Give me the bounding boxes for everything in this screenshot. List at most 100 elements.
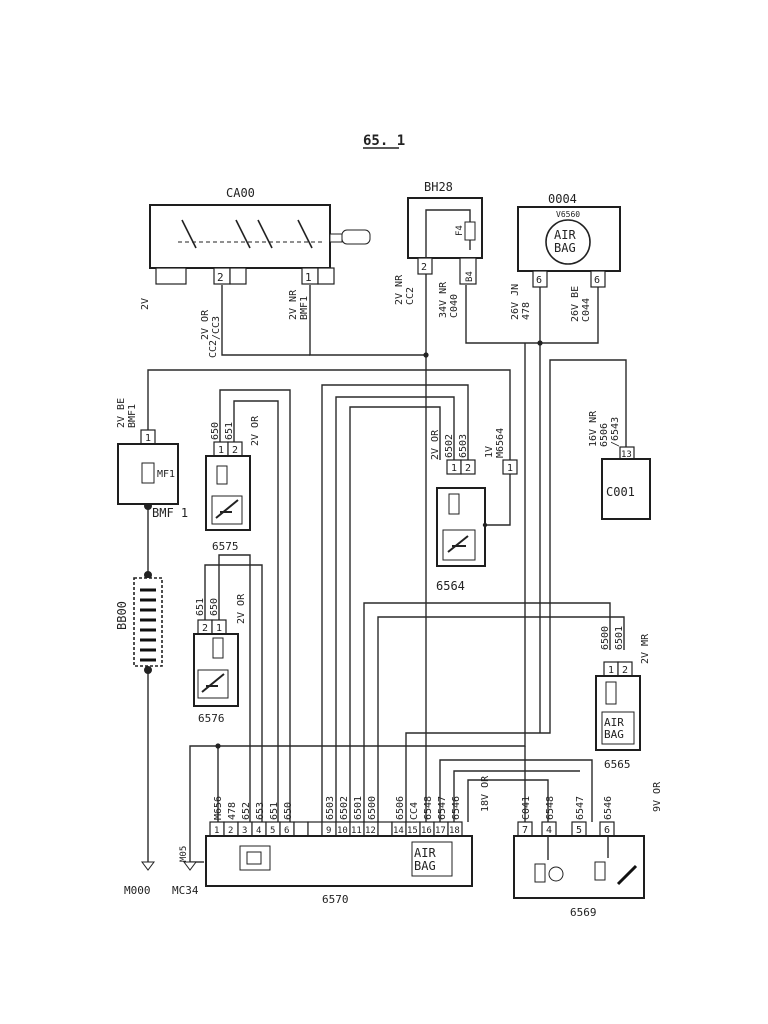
ca00-label: CA00 (226, 186, 255, 200)
ca00-wire-mid: 2V OR/CC3 (200, 309, 222, 340)
lamp-ref: V6560 (556, 210, 580, 219)
ecu-wire-650: 650 (283, 802, 294, 820)
ecu-wire-653: 653 (255, 802, 266, 820)
ecu-cable: 18V OR (480, 775, 491, 812)
lamp-pin-6b: 6 (594, 275, 600, 286)
bh28-fuse: F4 (455, 225, 465, 236)
ecu-wire-6500: 6500 (367, 796, 378, 820)
m6569-pin-4: 4 (546, 825, 552, 836)
mf1-fuse: MF1 (157, 469, 175, 480)
p6564-w2: 6503 (458, 434, 469, 458)
ecu-wire-6506: 6506 (395, 796, 406, 820)
m6569-wire-6546: 6546 (603, 796, 614, 820)
p6564-pin2: 2 (465, 463, 471, 474)
ground-m000: M000 (124, 884, 151, 897)
ecu-pin-10: 10 (337, 826, 348, 836)
ecu-wire-6503: 6503 (325, 796, 336, 820)
ecu-wire-478: 478 (227, 802, 238, 820)
p6564-pin1: 1 (451, 463, 457, 474)
m6569-wire-6548: 6548 (545, 796, 556, 820)
ecu-pin-18: 18 (449, 826, 460, 836)
p6576-pin1: 1 (216, 623, 222, 634)
ecu-pin-6: 6 (284, 826, 289, 836)
p6575-cable: 2V OR (250, 415, 261, 446)
ecu-wire-6502: 6502 (339, 796, 350, 820)
mf1-wire: 2V BEBMF1 (116, 398, 138, 428)
p6576-w2: 650 (209, 598, 220, 616)
pretensioner-6576: 651 650 2V OR 2 1 6576 (193, 593, 247, 725)
ignition-switch-ca00: CA00 2 1 (149, 186, 371, 285)
c001-label: C001 (606, 485, 635, 499)
seatbelt-icon (201, 673, 225, 693)
p6575-pin2: 2 (232, 445, 238, 456)
buckle-icon (616, 864, 638, 886)
p6575-w2: 651 (224, 422, 235, 440)
p6564-w1: 6502 (444, 434, 455, 458)
bh28-pin-2: 2 (421, 262, 427, 273)
ecu-pin-9: 9 (326, 826, 331, 836)
pretensioner-6564: 2V OR 6502 6503 1 2 1VM6564 1 6564 (430, 428, 518, 593)
ecu-wire-6548: 6548 (423, 796, 434, 820)
ecu-pin-1: 1 (214, 826, 219, 836)
ecu-pin-16: 16 (421, 826, 432, 836)
ecu-pin-12: 12 (365, 826, 376, 836)
junction-dots (144, 340, 543, 749)
key-icon (341, 229, 371, 245)
ecu-wire-6547: 6547 (437, 796, 448, 820)
ecu-pin-box (307, 821, 323, 837)
ca00-wire-left: 2V (140, 298, 151, 310)
bh28-label: BH28 (424, 180, 453, 194)
a6565-label: 6565 (604, 758, 631, 771)
p6576-cable: 2V OR (236, 593, 247, 624)
p6575-label: 6575 (212, 540, 239, 553)
bh28-pin-b4: B4 (465, 271, 475, 282)
ca00-box (149, 204, 331, 269)
m6569-pin-7: 7 (522, 825, 528, 836)
pretensioner-6575: 650 651 2V OR 1 2 6575 (205, 415, 261, 553)
ecu-pin-2: 2 (228, 826, 233, 836)
fuse-mf1: 2V BEBMF1 1 MF1 BMF 1 (116, 398, 188, 520)
battery-bb00: BB00 (115, 577, 163, 667)
fuse-box-bh28: BH28 F4 2 B4 (407, 180, 483, 285)
ecu-pin-5: 5 (270, 826, 275, 836)
ecu-wire-6546: 6546 (451, 796, 462, 820)
seatbelt-icon (215, 499, 239, 519)
ecu-wire-651: 651 (269, 802, 280, 820)
p6564-cable: 2V OR (430, 429, 441, 460)
chip-icon (239, 845, 271, 871)
ecu-pin-box (377, 821, 393, 837)
connector-c001: 16V NR6506/6543 13 C001 (588, 410, 651, 520)
ecu-pin-14: 14 (393, 826, 404, 836)
a6565-w1: 6500 (600, 626, 611, 650)
ecu-label: 6570 (322, 893, 349, 906)
ecu-pin-4: 4 (256, 826, 261, 836)
battery-label: BB00 (115, 601, 129, 630)
ecu-pin-11: 11 (351, 826, 362, 836)
page-title: 65. 1 (363, 133, 405, 149)
m6569-wire-6547: 6547 (575, 796, 586, 820)
ca00-pin-1: 1 (305, 271, 312, 284)
cc2-label: CC2 (208, 340, 219, 358)
lamp-wire-right: 26V BEC044 (570, 286, 592, 322)
lamp-label: 0004 (548, 192, 577, 206)
bh28-wire-left: 2V NRCC2 (394, 274, 416, 305)
ca00-pin-2: 2 (217, 271, 224, 284)
ecu-wire-652: 652 (241, 802, 252, 820)
m6569-cable: 9V OR (652, 781, 663, 812)
ecu-pin-17: 17 (435, 826, 446, 836)
p6576-label: 6576 (198, 712, 225, 725)
c001-pin: 13 (621, 450, 632, 460)
lamp-icon (548, 866, 564, 882)
p6564-extra-wire: 1VM6564 (484, 428, 506, 458)
ecu-wire-M656: M656 (213, 796, 224, 820)
p6576-w1: 651 (195, 598, 206, 616)
